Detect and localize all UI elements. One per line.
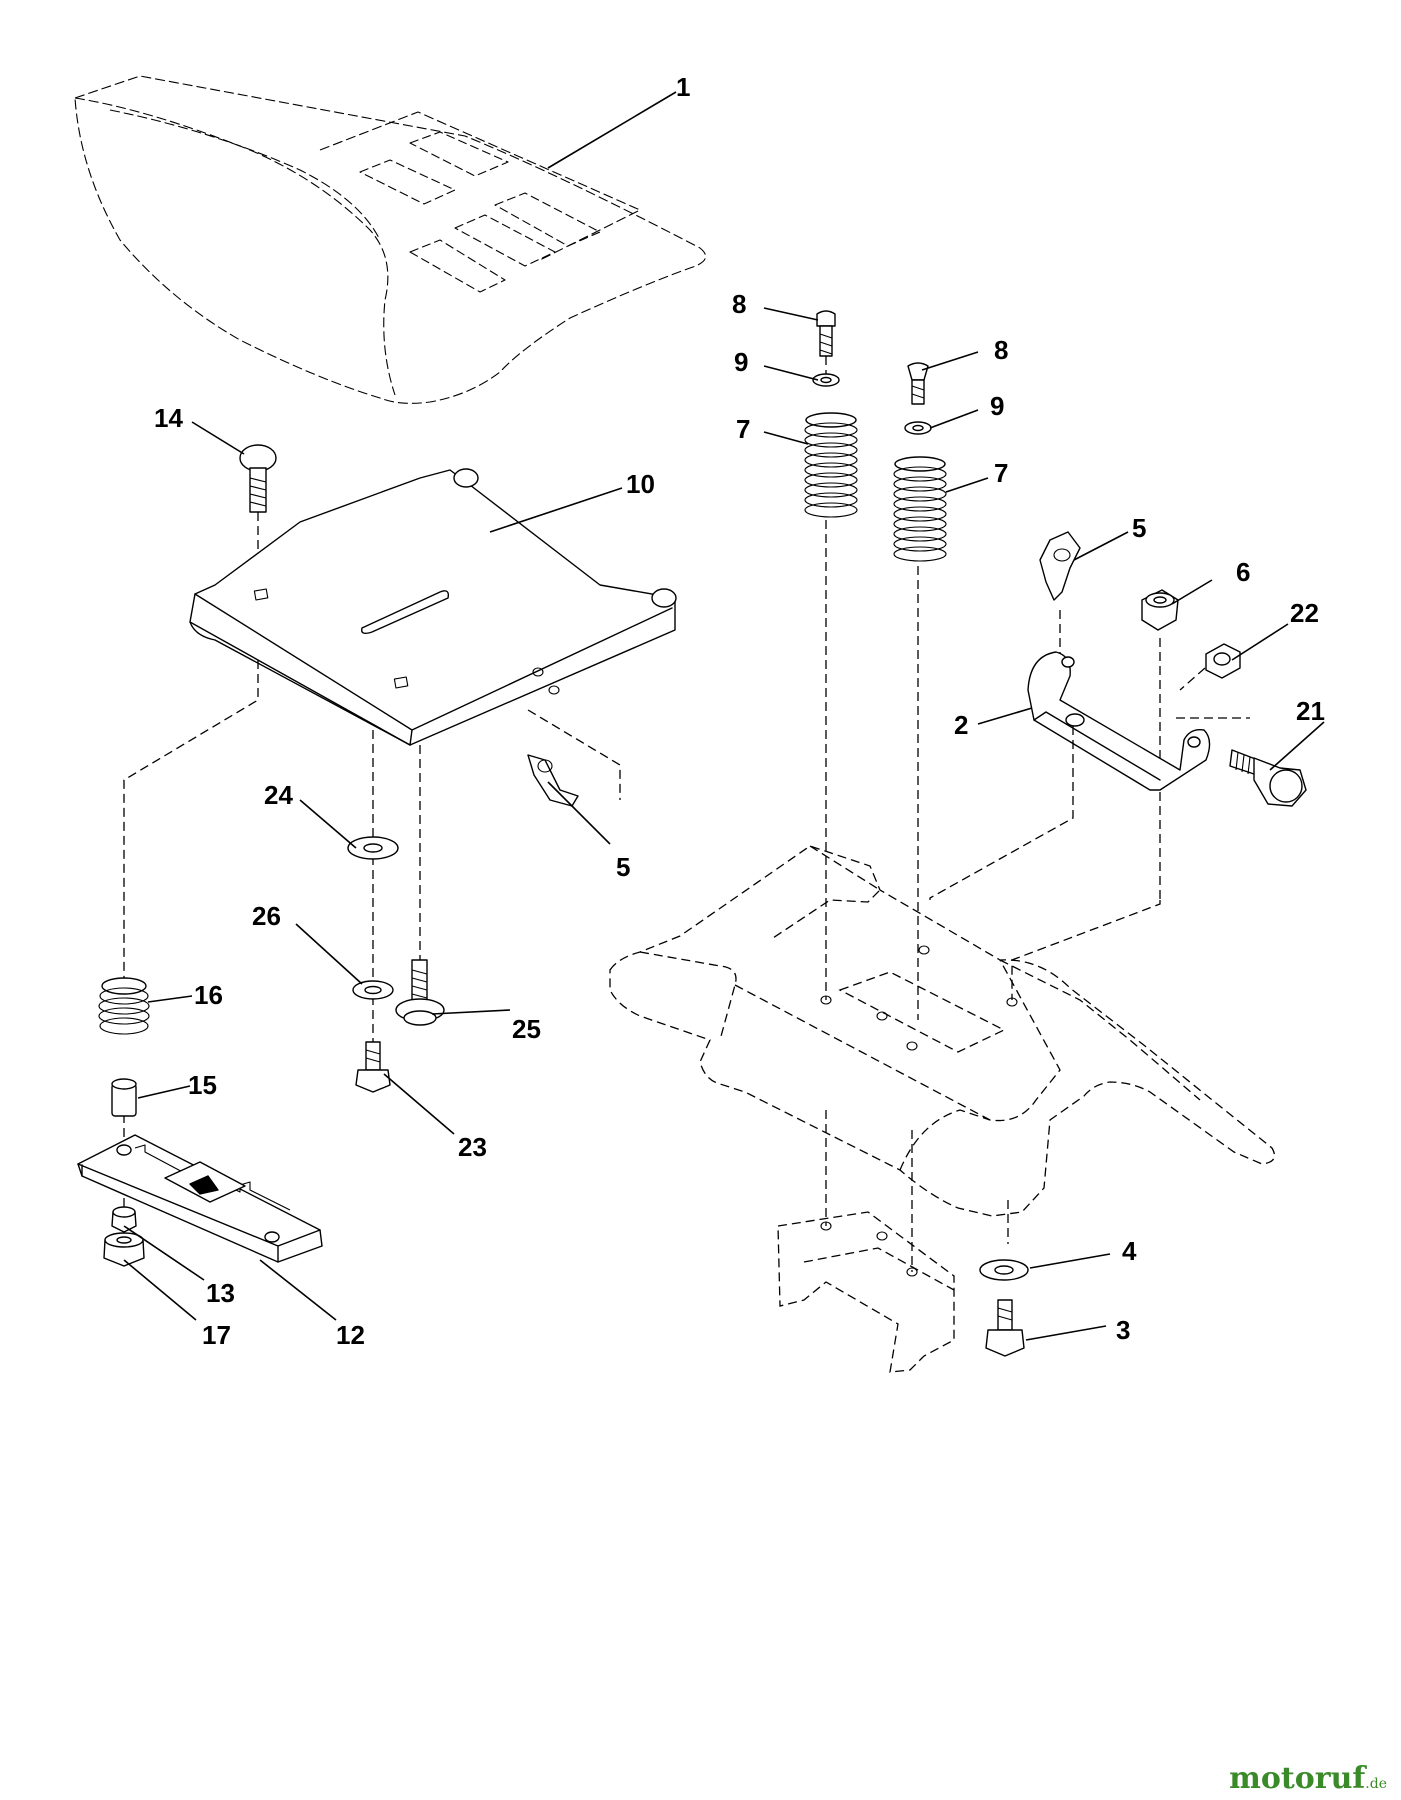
label-part-6: 6 <box>1236 557 1250 587</box>
label-part-12: 12 <box>336 1320 365 1350</box>
assembly-lines-left <box>123 660 421 1212</box>
pivot-bracket <box>929 651 1250 900</box>
label-part-8b: 8 <box>994 335 1008 365</box>
label-part-16: 16 <box>194 980 223 1010</box>
label-part-5a: 5 <box>1132 513 1146 543</box>
lower-mount-bracket <box>777 1110 1009 1373</box>
bolt-8-left <box>816 310 836 374</box>
label-part-1: 1 <box>676 72 690 102</box>
watermark-tld: .de <box>1365 1776 1387 1792</box>
washer-4 <box>979 1259 1029 1281</box>
label-part-13: 13 <box>206 1278 235 1308</box>
seat <box>74 75 707 404</box>
seat-clip-upper <box>1039 531 1081 660</box>
bolt-21 <box>1011 749 1307 1000</box>
label-part-3: 3 <box>1116 1315 1130 1345</box>
label-part-24: 24 <box>264 780 293 810</box>
label-part-8a: 8 <box>732 289 746 319</box>
leader-lines <box>123 91 1325 1341</box>
label-part-10: 10 <box>626 469 655 499</box>
label-part-25: 25 <box>512 1014 541 1044</box>
tractor-frame <box>609 845 1276 1217</box>
bushing-15 <box>111 1078 137 1117</box>
label-part-26: 26 <box>252 901 281 931</box>
label-part-7a: 7 <box>736 414 750 444</box>
label-part-21: 21 <box>1296 696 1325 726</box>
label-part-2: 2 <box>954 710 968 740</box>
label-part-22: 22 <box>1290 598 1319 628</box>
watermark-brand: motoruf <box>1229 1761 1366 1796</box>
motoruf-watermark: motoruf.de <box>1229 1761 1387 1796</box>
washer-9-left <box>812 373 840 387</box>
locknut-6 <box>1141 589 1179 900</box>
spring-16 <box>98 977 150 1035</box>
nut-22 <box>1179 643 1241 691</box>
label-part-23: 23 <box>458 1132 487 1162</box>
label-part-4: 4 <box>1122 1236 1137 1266</box>
washer-24 <box>347 836 399 860</box>
seat-clip-lower <box>527 709 621 807</box>
bolt-23 <box>355 1041 391 1093</box>
bolt-3 <box>985 1299 1025 1357</box>
spring-7-right <box>893 456 947 562</box>
bolt-8-right <box>907 362 929 405</box>
slide-plate <box>77 1134 323 1263</box>
part-labels: 1 14 10 8 9 7 8 9 7 5 6 22 2 21 5 24 26 … <box>154 72 1325 1350</box>
label-part-9a: 9 <box>734 347 748 377</box>
washer-26 <box>352 980 394 1000</box>
label-part-7b: 7 <box>994 458 1008 488</box>
nut-17 <box>103 1232 145 1267</box>
label-part-5b: 5 <box>616 852 630 882</box>
label-part-15: 15 <box>188 1070 217 1100</box>
label-part-9b: 9 <box>990 391 1004 421</box>
seat-pan <box>189 468 677 746</box>
carriage-bolt <box>239 444 277 588</box>
label-part-17: 17 <box>202 1320 231 1350</box>
spring-7-left <box>804 412 858 518</box>
washer-9-right <box>904 421 932 435</box>
label-part-14: 14 <box>154 403 183 433</box>
nut-13 <box>111 1206 137 1233</box>
shoulder-bolt-25 <box>395 959 445 1026</box>
